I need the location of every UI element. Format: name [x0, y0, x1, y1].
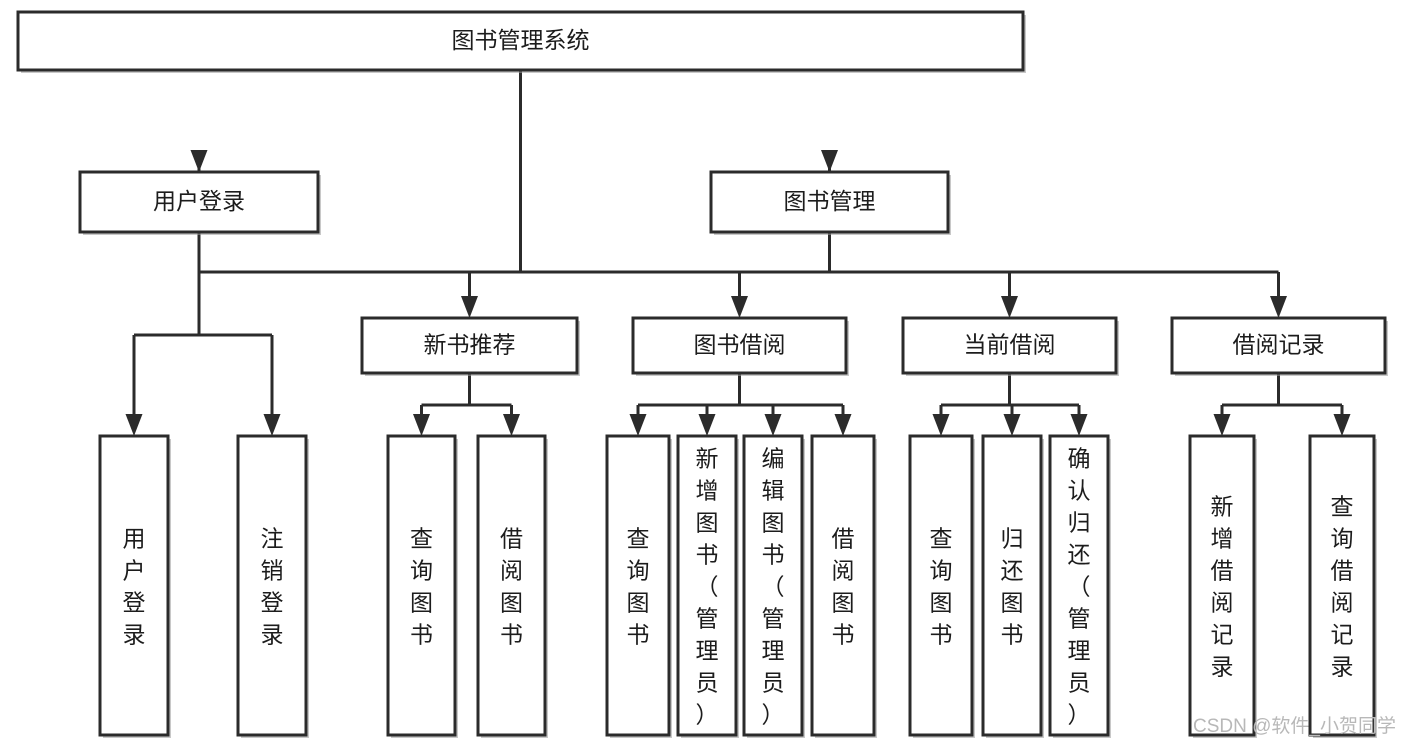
arrow-head-icon	[1070, 414, 1088, 436]
node-leaf-borrow-book[interactable]: 借阅图书	[810, 434, 877, 738]
node-book-borrow[interactable]: 图书借阅	[631, 316, 849, 376]
watermark-text: CSDN @软件_小贺同学	[1193, 715, 1396, 737]
node-box[interactable]	[605, 434, 671, 737]
node-box[interactable]	[98, 434, 170, 737]
node-root[interactable]: 图书管理系统	[16, 10, 1026, 73]
node-label: 借阅图书	[500, 525, 523, 647]
node-current-borrow[interactable]: 当前借阅	[901, 316, 1119, 376]
connector-group	[932, 373, 1088, 436]
node-box[interactable]	[476, 434, 547, 737]
arrow-head-icon	[1213, 414, 1231, 436]
node-label: 借阅记录	[1233, 332, 1325, 358]
arrow-head-icon	[461, 296, 478, 318]
node-label: 查询借阅记录	[1331, 493, 1354, 679]
connector-group	[1213, 373, 1351, 436]
node-user-login[interactable]: 用户登录	[78, 170, 321, 235]
node-label: 注销登录	[261, 525, 284, 647]
node-label: 查询图书	[930, 525, 953, 647]
node-label: 归还图书	[1001, 525, 1024, 647]
node-box[interactable]	[810, 434, 876, 737]
connector-group	[461, 232, 1287, 318]
arrow-head-icon	[1001, 296, 1018, 318]
node-box[interactable]	[981, 434, 1043, 737]
node-leaf-borrow-query-book[interactable]: 查询图书	[605, 434, 672, 738]
node-box[interactable]	[676, 434, 738, 737]
node-label: 确认归还（管理员）	[1068, 445, 1091, 727]
arrow-head-icon	[1333, 414, 1351, 436]
node-label: 查询图书	[410, 525, 433, 647]
node-box[interactable]	[360, 316, 579, 375]
node-leaf-query-borrow-record[interactable]: 查询借阅记录	[1308, 434, 1377, 738]
node-leaf-cur-query-book[interactable]: 查询图书	[908, 434, 975, 738]
node-label: 编辑图书（管理员）	[762, 445, 785, 727]
node-box[interactable]	[901, 316, 1118, 375]
node-box[interactable]	[16, 10, 1025, 72]
connector-group	[413, 373, 520, 436]
node-label: 图书管理系统	[452, 27, 590, 53]
arrow-head-icon	[629, 414, 647, 436]
node-label: 新书推荐	[424, 332, 516, 358]
arrow-head-icon	[821, 150, 838, 172]
connector-group	[125, 232, 281, 436]
node-layer: 图书管理系统用户登录图书管理新书推荐图书借阅当前借阅借阅记录用户登录注销登录查询…	[16, 10, 1388, 738]
node-leaf-edit-book-admin[interactable]: 编辑图书（管理员）	[742, 434, 805, 738]
node-leaf-user-login[interactable]: 用户登录	[98, 434, 171, 738]
node-label: 查询图书	[627, 525, 650, 647]
node-box[interactable]	[631, 316, 848, 375]
node-label: 图书借阅	[694, 332, 786, 358]
node-label: 用户登录	[123, 525, 146, 647]
connector-group	[629, 373, 852, 436]
node-leaf-rec-query-book[interactable]: 查询图书	[386, 434, 458, 738]
node-box[interactable]	[236, 434, 308, 737]
node-leaf-add-book-admin[interactable]: 新增图书（管理员）	[676, 434, 739, 738]
node-label: 新增图书（管理员）	[696, 445, 719, 727]
arrow-head-icon	[834, 414, 852, 436]
arrow-head-icon	[190, 150, 208, 172]
node-leaf-logout[interactable]: 注销登录	[236, 434, 309, 738]
node-label: 借阅图书	[832, 525, 855, 647]
node-box[interactable]	[1188, 434, 1256, 737]
node-box[interactable]	[709, 170, 950, 234]
node-new-book-rec[interactable]: 新书推荐	[360, 316, 580, 376]
node-box[interactable]	[742, 434, 804, 737]
arrow-head-icon	[263, 414, 281, 436]
node-leaf-confirm-return-admin[interactable]: 确认归还（管理员）	[1048, 434, 1111, 738]
node-box[interactable]	[386, 434, 457, 737]
node-borrow-record[interactable]: 借阅记录	[1170, 316, 1388, 376]
node-box[interactable]	[1048, 434, 1110, 737]
node-label: 图书管理	[784, 188, 876, 214]
node-box[interactable]	[78, 170, 320, 234]
node-leaf-rec-borrow-book[interactable]: 借阅图书	[476, 434, 548, 738]
arrow-head-icon	[1003, 414, 1021, 436]
node-leaf-return-book[interactable]: 归还图书	[981, 434, 1044, 738]
arrow-head-icon	[125, 414, 143, 436]
node-label: 当前借阅	[964, 332, 1056, 358]
arrow-head-icon	[1270, 296, 1287, 318]
arrow-head-icon	[932, 414, 950, 436]
arrow-head-icon	[698, 414, 716, 436]
arrow-head-icon	[764, 414, 782, 436]
arrow-head-icon	[503, 414, 520, 436]
arrow-head-icon	[413, 414, 430, 436]
node-book-manage[interactable]: 图书管理	[709, 170, 951, 235]
connector-layer	[125, 70, 1351, 436]
node-box[interactable]	[1308, 434, 1376, 737]
node-label: 用户登录	[153, 188, 245, 214]
node-leaf-add-borrow-record[interactable]: 新增借阅记录	[1188, 434, 1257, 738]
node-box[interactable]	[908, 434, 974, 737]
arrow-head-icon	[731, 296, 748, 318]
node-box[interactable]	[1170, 316, 1387, 375]
node-label: 新增借阅记录	[1211, 493, 1234, 679]
